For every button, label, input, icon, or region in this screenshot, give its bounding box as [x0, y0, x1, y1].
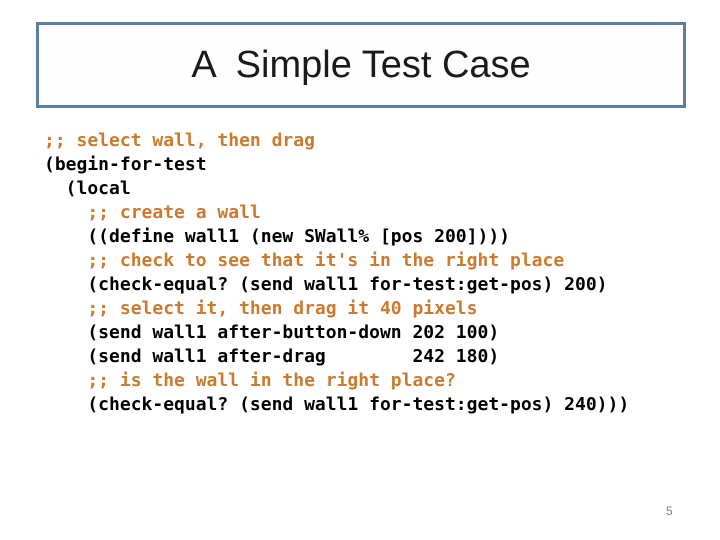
- code-line: (check-equal? (send wall1 for-test:get-p…: [44, 274, 608, 295]
- code-line: (send wall1 after-drag 242 180): [44, 346, 500, 367]
- page-number: 5: [666, 504, 673, 518]
- code-line: ((define wall1 (new SWall% [pos 200]))): [44, 226, 510, 247]
- code-line: ;; select wall, then drag: [44, 130, 315, 151]
- code-line: ;; create a wall: [44, 202, 261, 223]
- code-line: (check-equal? (send wall1 for-test:get-p…: [44, 394, 630, 415]
- code-line: ;; is the wall in the right place?: [44, 370, 456, 391]
- slide-title: A Simple Test Case: [191, 43, 531, 86]
- code-line: ;; select it, then drag it 40 pixels: [44, 298, 478, 319]
- code-line: (local: [44, 178, 131, 199]
- code-line: ;; check to see that it's in the right p…: [44, 250, 565, 271]
- slide-title-box: A Simple Test Case: [36, 22, 686, 108]
- code-line: (begin-for-test: [44, 154, 207, 175]
- code-block: ;; select wall, then drag (begin-for-test…: [44, 129, 629, 417]
- code-line: (send wall1 after-button-down 202 100): [44, 322, 500, 343]
